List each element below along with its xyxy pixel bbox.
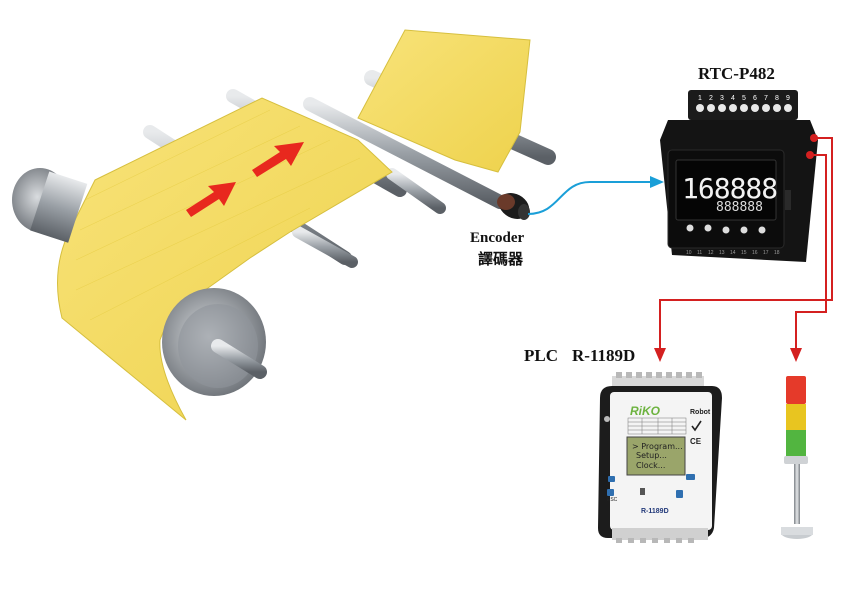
terminal-number: 18 [774,250,780,256]
signal-wire-tower [790,151,827,362]
rtc-main-display: 168888 [682,172,778,205]
plc-robot-label: Robot [690,409,711,416]
plc-menu-item: Setup... [636,451,667,460]
belt-back [357,29,531,173]
rtc-sub-display: 888888 [716,200,763,215]
plc-button-esc[interactable] [607,489,614,496]
plc-menu-item: Clock... [636,461,666,470]
terminal-number: 2 [709,95,713,102]
terminal-number: 8 [775,95,779,102]
svg-text:CE: CE [690,437,702,446]
rtc-counter [660,90,818,262]
plc-button[interactable] [676,490,683,498]
terminal-number: 6 [753,95,757,102]
check-icon [691,420,702,432]
terminal-number: 14 [730,250,736,256]
plc-esc-label: ESC [607,497,618,503]
rtc-device-label: RTC-P482 [698,64,775,83]
terminal-number: 16 [752,250,758,256]
terminal-number: 4 [731,95,735,102]
flow-arrow-icon [186,182,236,217]
terminal-number: 12 [708,250,714,256]
terminal-number: 17 [763,250,769,256]
terminal-top [696,104,792,112]
encoder-label: Encoder [470,230,525,246]
plc-model-small: R-1189D [641,508,669,515]
signal-wire-plc [654,134,833,362]
plc-model-label: R-1189D [572,346,636,365]
terminal-number: 10 [686,250,692,256]
terminal-number: 15 [741,250,747,256]
terminal-number: 9 [786,95,790,102]
terminal-number: 13 [719,250,725,256]
terminal-number: 7 [764,95,768,102]
terminal-number: 5 [742,95,746,102]
plc-label: PLC [524,346,558,365]
roller-shaft-front [292,97,507,268]
plc-button[interactable] [686,474,695,480]
ce-mark-icon: CE [690,437,702,446]
terminal-number: 3 [720,95,724,102]
conveyor [12,29,556,421]
plc-lcd [626,436,686,476]
signal-tower [781,376,813,539]
rtc-buttons [686,224,766,234]
plc-brand-logo: RiKO [630,404,660,418]
cable-arrowhead [650,176,664,188]
plc-device: CE [598,372,722,543]
plc-menu-item: > Program... [632,442,683,451]
terminal-number: 1 [698,95,702,102]
drive-shaft [211,339,267,379]
encoder-label-zh: 譯碼器 [478,250,524,268]
plc-spec-table [627,417,687,435]
flow-arrow-icon [252,142,304,177]
encoder [497,193,530,220]
encoder-cable [527,181,652,215]
terminal-number: 11 [697,250,702,256]
plc-button[interactable] [608,476,615,482]
